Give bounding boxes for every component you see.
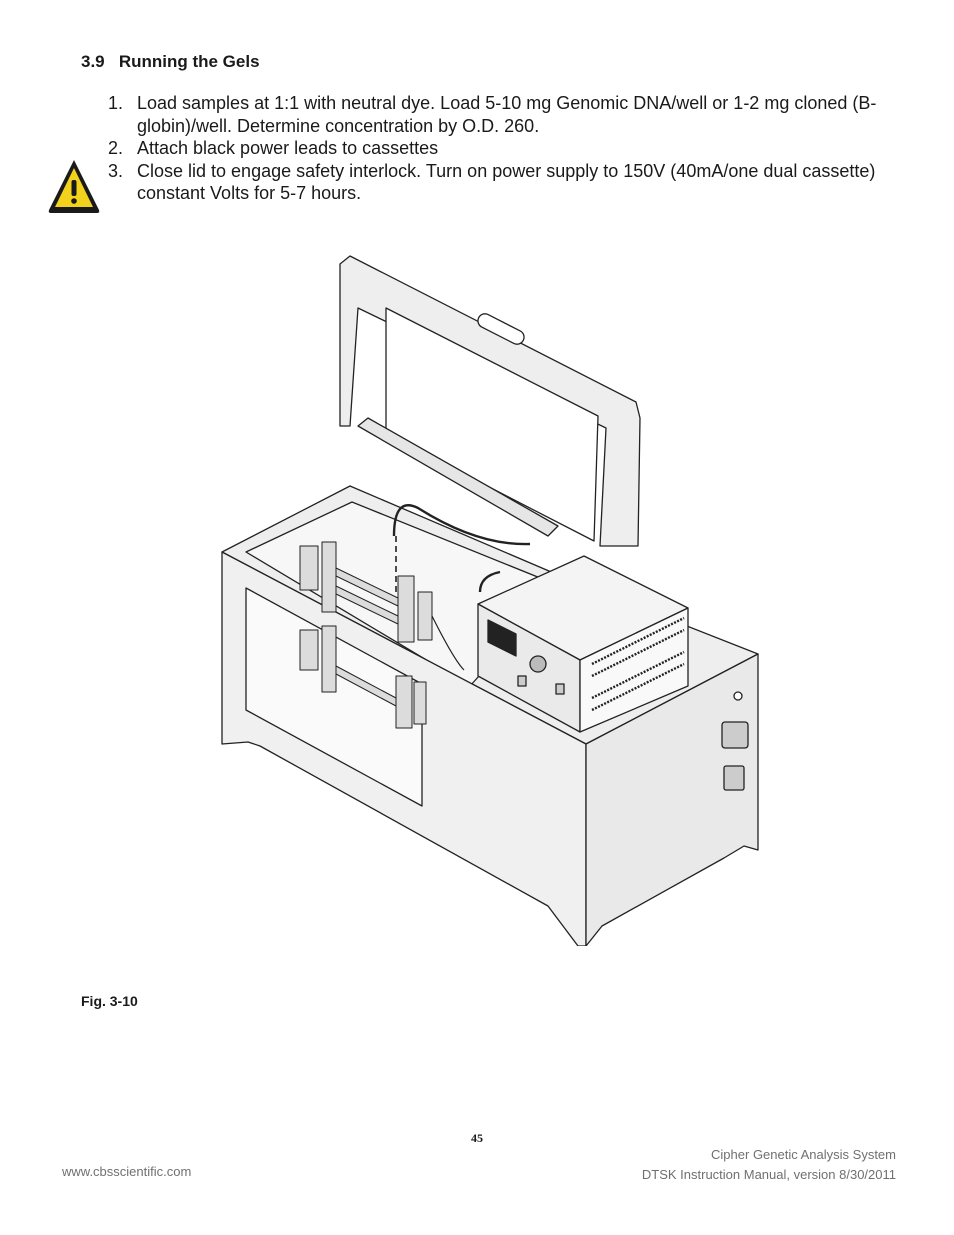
step-number: 1. <box>108 93 124 113</box>
step-text: Attach black power leads to cassettes <box>137 138 439 158</box>
apparatus-illustration <box>221 255 759 946</box>
section-heading: 3.9 Running the Gels <box>81 52 260 72</box>
warning-triangle-icon <box>48 160 100 213</box>
step-item: 2. Attach black power leads to cassettes <box>108 137 908 160</box>
section-number: 3.9 <box>81 52 105 71</box>
footer-manual-version: DTSK Instruction Manual, version 8/30/20… <box>641 1167 896 1182</box>
section-title: Running the Gels <box>118 52 260 71</box>
step-text: Load samples at 1:1 with neutral dye. Lo… <box>137 93 877 136</box>
footer-website: www.cbsscientific.com <box>62 1164 192 1179</box>
step-text: Close lid to engage safety interlock. Tu… <box>137 160 876 204</box>
footer-manual-info: Cipher Genetic Analysis System DTSK Inst… <box>642 1145 896 1185</box>
procedure-steps: 1. Load samples at 1:1 with neutral dye.… <box>108 92 908 205</box>
figure-caption: Fig. 3-10 <box>81 993 138 1009</box>
step-number: 3. <box>108 160 124 181</box>
step-number: 2. <box>108 138 124 158</box>
step-item: 3. Close lid to engage safety interlock.… <box>108 160 908 205</box>
step-item: 1. Load samples at 1:1 with neutral dye.… <box>108 92 908 137</box>
page-number: 45 <box>471 1131 483 1145</box>
footer-system-name: Cipher Genetic Analysis System <box>711 1147 896 1162</box>
